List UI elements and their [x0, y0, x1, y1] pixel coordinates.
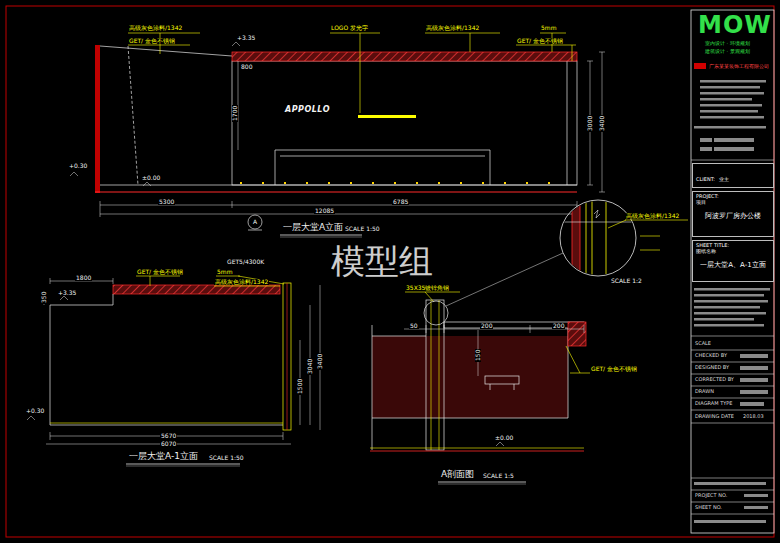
level-mark: +0.30	[25, 408, 45, 414]
field-label: 项目	[696, 200, 770, 206]
sheet-value: 阿波罗厂房办公楼	[696, 212, 770, 220]
dimension: 5300	[158, 199, 175, 205]
view-title: 一层大堂A-1立面	[128, 452, 199, 461]
brand-tagline: 室内设计 · 环境规划	[704, 41, 751, 46]
dimension: 3000	[587, 115, 593, 132]
dimension: 1700	[232, 105, 238, 122]
view-title: 一层大堂A立面	[282, 223, 344, 232]
field-label: 图纸名称	[696, 249, 770, 255]
title-block-cell: SHEET TITLE:图纸名称一层大堂A、A-1立面	[692, 240, 774, 282]
level-mark: +3.35	[236, 35, 256, 41]
field-label: SHEET NO.	[694, 505, 723, 510]
material-note: LOGO 发光字	[330, 25, 369, 31]
dimension: 800	[240, 64, 253, 70]
material-note: GET/ 金色不锈钢	[136, 269, 184, 275]
title-block-cell: PROJECT:项目阿波罗厂房办公楼	[692, 191, 774, 237]
brand-tagline: 建筑设计 · 景观规划	[704, 49, 751, 54]
dimension: 6070	[160, 441, 177, 447]
material-note: 5mm	[216, 269, 234, 275]
dimension: 3400	[317, 353, 323, 370]
field-label: CLIENT:	[696, 177, 715, 183]
dimension: 200	[480, 323, 493, 329]
level-mark: ±0.00	[141, 175, 161, 181]
dimension: 1500	[297, 378, 303, 395]
watermark: 模型组	[330, 244, 434, 278]
field-value: 2018.03	[742, 414, 765, 419]
material-note: 高级灰色涂料/1342	[214, 279, 269, 285]
view-scale: SCALE 1:50	[344, 226, 381, 232]
level-mark: +0.30	[68, 163, 88, 169]
view-scale: SCALE 1:2	[610, 278, 643, 284]
level-mark: ±0.00	[494, 435, 514, 441]
material-note: GET/ 金色不锈钢	[516, 38, 564, 44]
lamp-note: GET5/4300K	[226, 259, 265, 265]
field-label: PROJECT NO.	[694, 493, 728, 498]
dimension: 200	[552, 323, 565, 329]
dimension: 1800	[75, 275, 92, 281]
dimension: 350	[41, 291, 47, 304]
dimension: 50	[409, 323, 419, 329]
field-label: DIAGRAM TYPE	[694, 401, 733, 406]
field-label: DESIGNED BY	[694, 365, 730, 370]
level-mark: +3.35	[57, 290, 77, 296]
view-title: A剖面图	[440, 470, 475, 479]
material-note: 高级灰色涂料/1342	[425, 25, 480, 31]
material-note: 5mm	[540, 25, 558, 31]
title-block-cell: CLIENT: 业主	[692, 163, 774, 188]
field-label: 业主	[719, 177, 729, 183]
material-note: 35X35镀锌角钢	[405, 285, 450, 291]
company-name: 广东某某装饰工程有限公司	[708, 64, 770, 69]
field-label: SCALE	[694, 341, 712, 346]
field-label: CHECKED BY	[694, 353, 728, 358]
material-note: 高级灰色涂料/1342	[128, 25, 183, 31]
material-note: GET/ 金色不锈钢	[590, 366, 638, 372]
section-mark: A	[252, 219, 258, 225]
dimension: 5670	[160, 433, 177, 439]
field-label: DRAWN	[694, 389, 715, 394]
field-label: CORRECTED BY	[694, 377, 735, 382]
sheet-value: 一层大堂A、A-1立面	[696, 261, 770, 269]
field-label: PROJECT:	[696, 194, 770, 200]
material-note: GET/ 金色不锈钢	[128, 38, 176, 44]
view-scale: SCALE 1:5	[482, 473, 515, 479]
brand-logo: MOW	[697, 13, 773, 37]
field-label: DRAWING DATE	[694, 414, 735, 419]
logo-text: APPOLLO	[284, 106, 331, 114]
dimension: 3040	[307, 358, 313, 375]
dimension: 6785	[392, 199, 409, 205]
dimension: 12085	[314, 208, 335, 214]
dimension: 3400	[599, 115, 605, 132]
view-scale: SCALE 1:50	[208, 455, 245, 461]
material-note: 高级灰色涂料/1342	[625, 213, 680, 219]
dimension: 150	[475, 349, 481, 362]
